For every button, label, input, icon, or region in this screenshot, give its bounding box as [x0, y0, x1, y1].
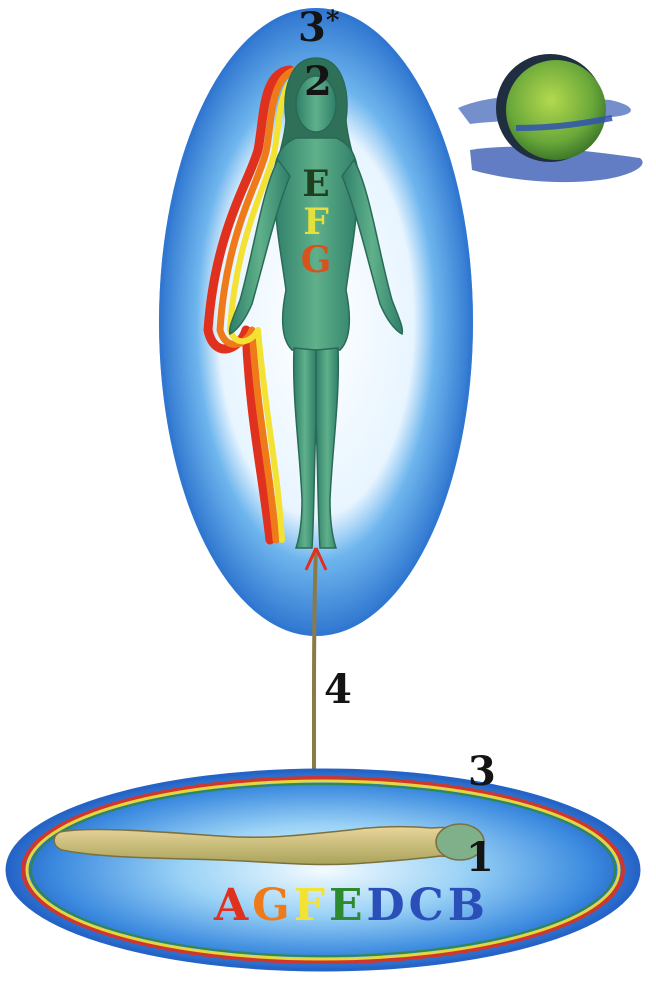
label-3-star: 3*: [298, 8, 339, 48]
label-2: 2: [304, 62, 332, 102]
label-1: 1: [466, 838, 494, 878]
star-marker: *: [326, 6, 340, 36]
column-letter-e: E: [296, 166, 336, 202]
label-3-lower: 3: [468, 752, 496, 792]
column-letter-f: F: [296, 204, 336, 240]
row-letter-g: G: [252, 884, 290, 928]
row-letter-c: C: [409, 884, 444, 928]
label-4: 4: [324, 670, 352, 710]
row-letter-d: D: [367, 884, 405, 928]
lower-aura: [7, 770, 639, 970]
row-letter-f: F: [294, 884, 325, 928]
moon-icon: [458, 54, 643, 182]
column-letter-g: G: [296, 242, 336, 278]
row-letter-a: A: [214, 884, 248, 928]
row-letter-b: B: [448, 884, 485, 928]
row-letter-e: E: [329, 884, 363, 928]
